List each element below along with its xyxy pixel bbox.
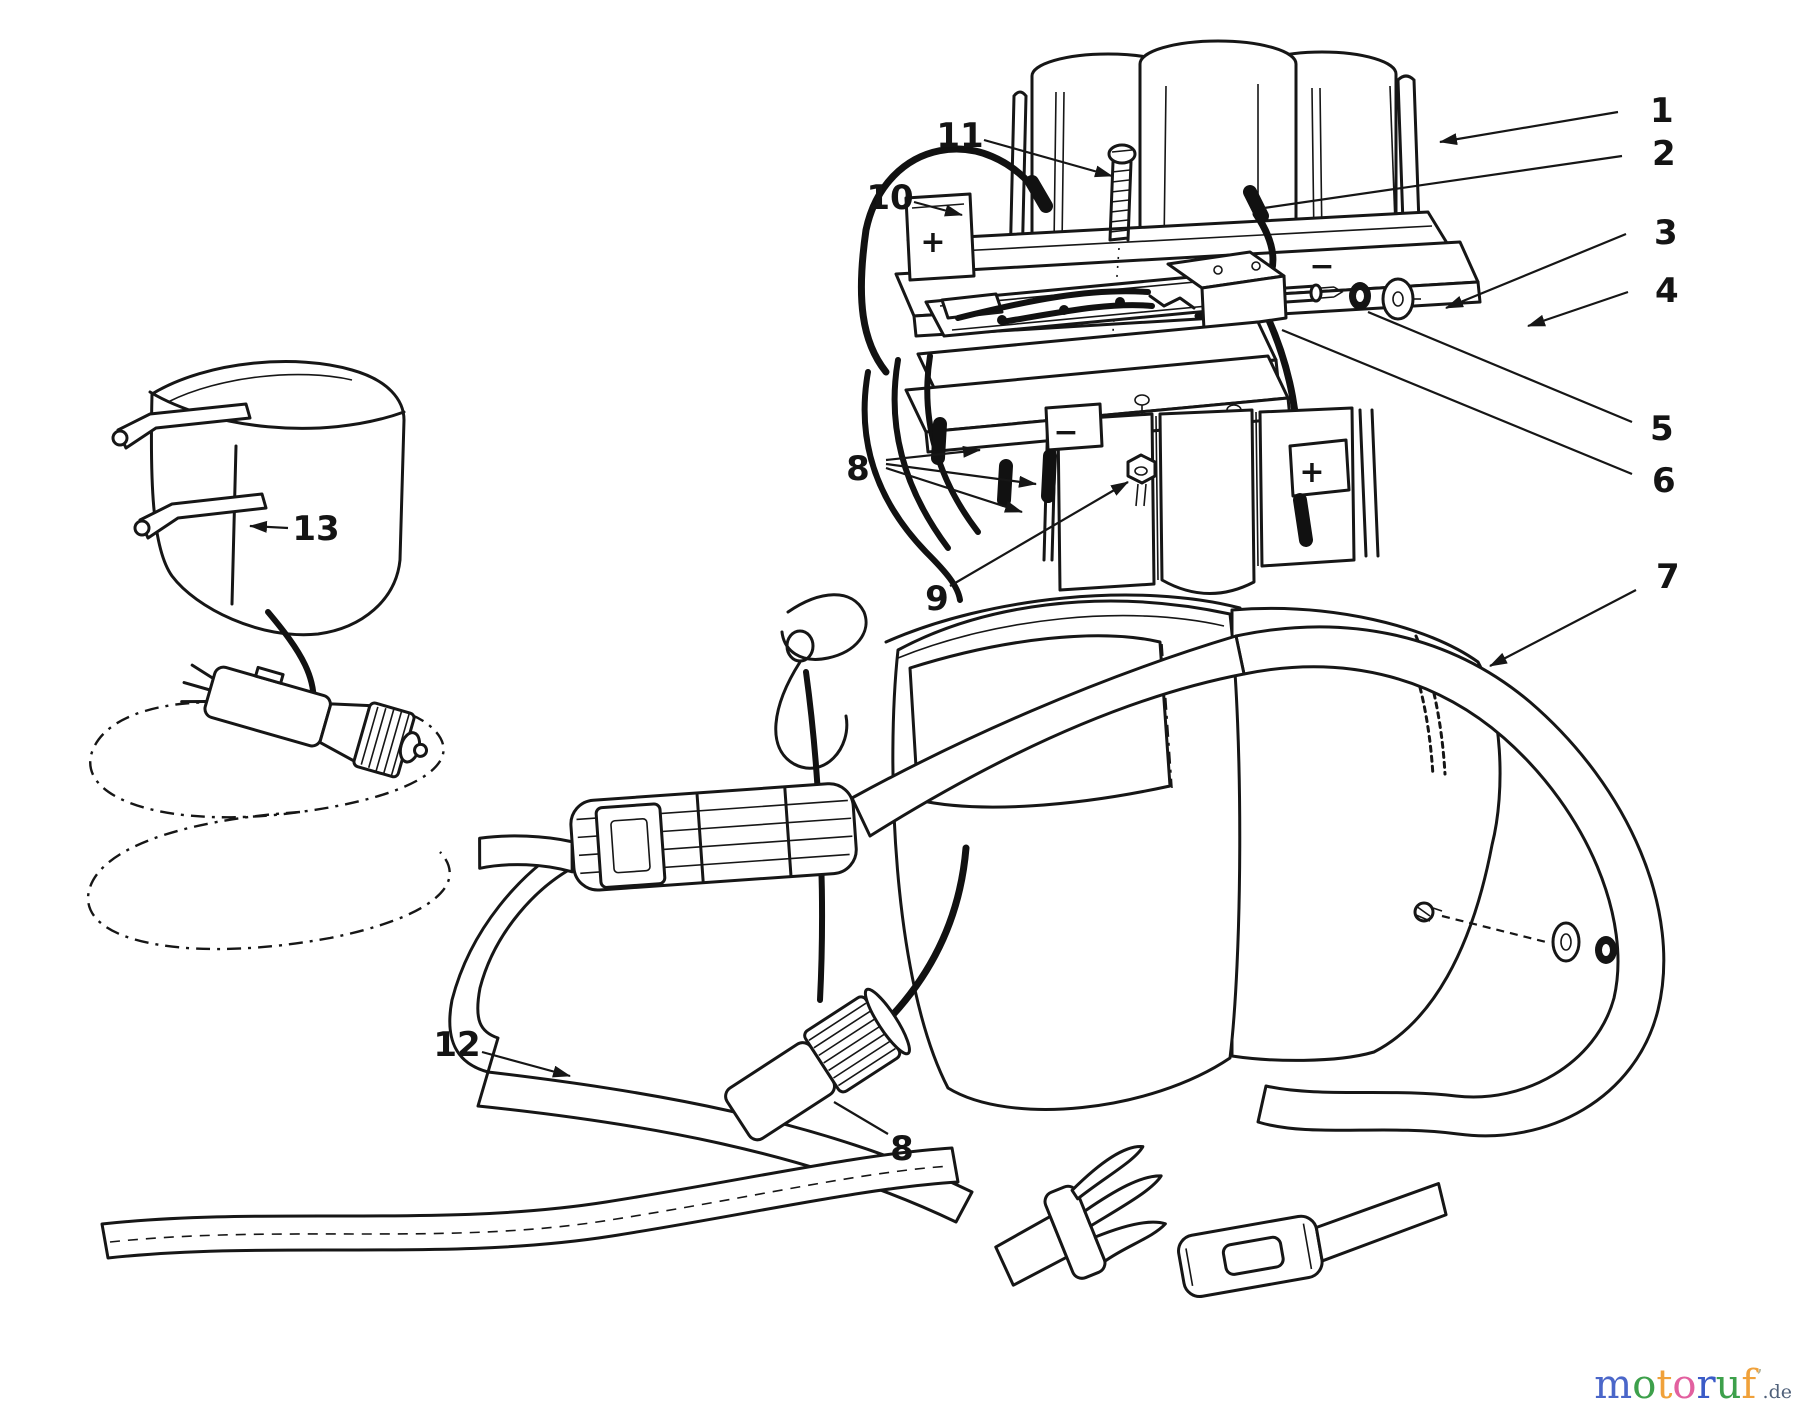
bag-screw-washers (1413, 901, 1617, 964)
carry-bag (884, 593, 1502, 1111)
callout-9: 9 (925, 579, 949, 619)
watermark-letter: t (1656, 1362, 1673, 1408)
callout-4: 4 (1655, 271, 1679, 311)
callout-8-wires: 8 (846, 449, 870, 489)
wall-charger (111, 360, 406, 719)
watermark-suffix: .de (1762, 1381, 1792, 1403)
callout-10: 10 (866, 178, 913, 218)
polarity-top-minus: − (1309, 249, 1334, 284)
polarity-lower-plus: + (1299, 455, 1324, 490)
callout-6: 6 (1652, 461, 1676, 501)
lighter-plug (180, 663, 429, 779)
watermark-logo: motoruf’.de (1594, 1365, 1792, 1405)
watermark-letter: o (1632, 1362, 1657, 1408)
watermark-tick: ’ (1756, 1364, 1763, 1389)
watermark-letter: m (1594, 1362, 1633, 1408)
callout-8-connector: 8 (890, 1129, 914, 1169)
shoulder-pad (478, 782, 858, 892)
watermark-letter: u (1715, 1362, 1742, 1408)
watermark-letter: r (1696, 1362, 1716, 1408)
buckle-male (994, 1145, 1167, 1287)
charger-prongs (111, 402, 268, 540)
watermark-letter: f (1741, 1362, 1757, 1408)
watermark-word: motoruf (1594, 1362, 1756, 1408)
callout-7: 7 (1656, 557, 1680, 597)
callout-11: 11 (936, 116, 983, 156)
polarity-top-plus: + (920, 225, 945, 260)
battery-pack-lower (861, 353, 1380, 603)
watermark-letter: o (1672, 1362, 1697, 1408)
coiled-cord (86, 700, 451, 951)
buckle-female (1177, 1182, 1448, 1299)
callout-12: 12 (433, 1025, 480, 1065)
polarity-lower-minus: − (1053, 415, 1078, 450)
callout-2: 2 (1652, 134, 1676, 174)
callout-1: 1 (1650, 91, 1674, 131)
callout-3: 3 (1654, 213, 1678, 253)
callout-13: 13 (292, 509, 339, 549)
cord-connector (724, 844, 970, 1142)
callouts: 1 2 3 4 5 6 7 8 9 10 11 12 13 8 (249, 91, 1680, 1169)
callout-5: 5 (1650, 409, 1674, 449)
waist-strap (100, 1146, 960, 1260)
switch-plate-assembly (904, 250, 1421, 454)
polarity-marks: + − − + (920, 225, 1334, 490)
mounting-screw (1107, 143, 1137, 333)
